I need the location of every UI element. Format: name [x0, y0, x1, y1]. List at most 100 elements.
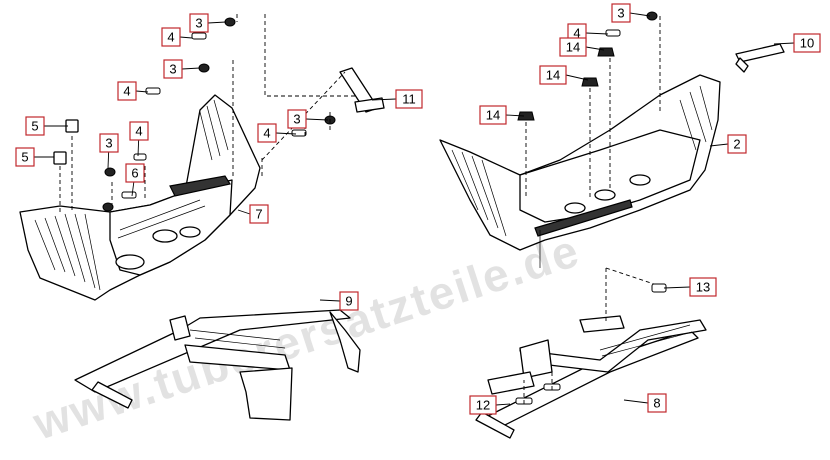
right-bracket [735, 43, 785, 73]
callout-box [689, 277, 717, 297]
callout-box [793, 33, 821, 53]
callout-label-3: 3 [99, 133, 119, 153]
callout-number: 5 [21, 150, 28, 165]
left-footrest-assembly [19, 14, 385, 421]
callout-box [125, 163, 145, 183]
callout-leader [319, 299, 341, 302]
callout-number: 3 [293, 112, 300, 127]
callout-number: 11 [402, 92, 416, 107]
callout-leader [585, 32, 609, 35]
callout-box [469, 395, 497, 415]
left-frame-bracket [74, 309, 361, 421]
callout-box [559, 37, 587, 57]
callout-number: 4 [263, 126, 270, 141]
callout-leader [371, 98, 397, 101]
callout-label-6: 6 [125, 163, 145, 183]
callout-number: 13 [696, 280, 710, 295]
callout-number: 14 [566, 40, 580, 55]
callout-box [257, 123, 277, 143]
callout-box [727, 134, 747, 154]
callout-number: 2 [733, 137, 740, 152]
callout-label-14: 14 [539, 65, 567, 85]
right-footrest-assembly [439, 11, 785, 439]
callout-number: 4 [167, 30, 174, 45]
callout-label-7: 7 [249, 204, 269, 224]
callout-number: 5 [31, 119, 38, 134]
callout-box [161, 27, 181, 47]
callout-number: 14 [546, 68, 560, 83]
callout-box [287, 109, 307, 129]
callout-leader [135, 90, 149, 93]
callout-leader [495, 403, 511, 406]
left-rod [339, 67, 385, 113]
callout-label-4: 4 [257, 123, 277, 143]
callout-number: 4 [135, 124, 142, 139]
callout-label-2: 2 [727, 134, 747, 154]
callout-box [117, 81, 137, 101]
callout-leader [709, 143, 729, 147]
callout-box [339, 291, 359, 311]
callout-box [99, 133, 119, 153]
callout-leader [623, 399, 649, 404]
callout-number: 12 [476, 398, 490, 413]
callout-box [249, 204, 269, 224]
callout-number: 8 [653, 396, 660, 411]
callout-box [395, 89, 423, 109]
callout-leader [275, 132, 297, 135]
callout-label-4: 4 [161, 27, 181, 47]
callout-number: 3 [195, 16, 202, 31]
callout-box [25, 116, 45, 136]
callout-label-4: 4 [129, 121, 149, 141]
callout-box [479, 105, 507, 125]
callout-label-10: 10 [793, 33, 821, 53]
callout-leader [207, 21, 227, 24]
callout-box [163, 59, 183, 79]
callout-label-14: 14 [479, 105, 507, 125]
callout-label-3: 3 [163, 59, 183, 79]
callout-leader [237, 209, 251, 215]
callout-box [129, 121, 149, 141]
callout-label-3: 3 [287, 109, 307, 129]
callout-number: 7 [255, 207, 262, 222]
callout-label-4: 4 [117, 81, 137, 101]
callout-leader [773, 42, 795, 45]
callout-number: 4 [123, 84, 130, 99]
callout-leader [629, 12, 651, 17]
callout-leader [663, 286, 691, 289]
callout-label-5: 5 [15, 147, 35, 167]
callout-label-12: 12 [469, 395, 497, 415]
callout-label-5: 5 [25, 116, 45, 136]
callout-leader [585, 46, 605, 51]
callout-label-14: 14 [559, 37, 587, 57]
callout-number: 6 [131, 166, 138, 181]
callout-box [15, 147, 35, 167]
callout-box [539, 65, 567, 85]
callout-number: 3 [105, 136, 112, 151]
callout-leader [505, 114, 525, 117]
callout-box [647, 393, 667, 413]
callout-number: 3 [169, 62, 176, 77]
callout-number: 14 [486, 108, 500, 123]
callout-label-11: 11 [395, 89, 423, 109]
callout-number: 3 [617, 6, 624, 21]
left-footrest-panel [19, 94, 261, 301]
callout-box [611, 3, 631, 23]
callout-label-3: 3 [189, 13, 209, 33]
callout-label-13: 13 [689, 277, 717, 297]
right-footrest-panel [439, 74, 721, 268]
callout-number: 4 [573, 26, 580, 41]
callout-label-8: 8 [647, 393, 667, 413]
callout-leader [179, 36, 193, 39]
callout-leader [305, 118, 329, 121]
callout-label-9: 9 [339, 291, 359, 311]
callout-label-3: 3 [611, 3, 631, 23]
callout-number: 10 [800, 36, 814, 51]
callout-leader [181, 67, 201, 70]
callout-box [189, 13, 209, 33]
right-frame [475, 315, 707, 439]
callout-leader [565, 74, 589, 81]
callout-number: 9 [345, 294, 352, 309]
